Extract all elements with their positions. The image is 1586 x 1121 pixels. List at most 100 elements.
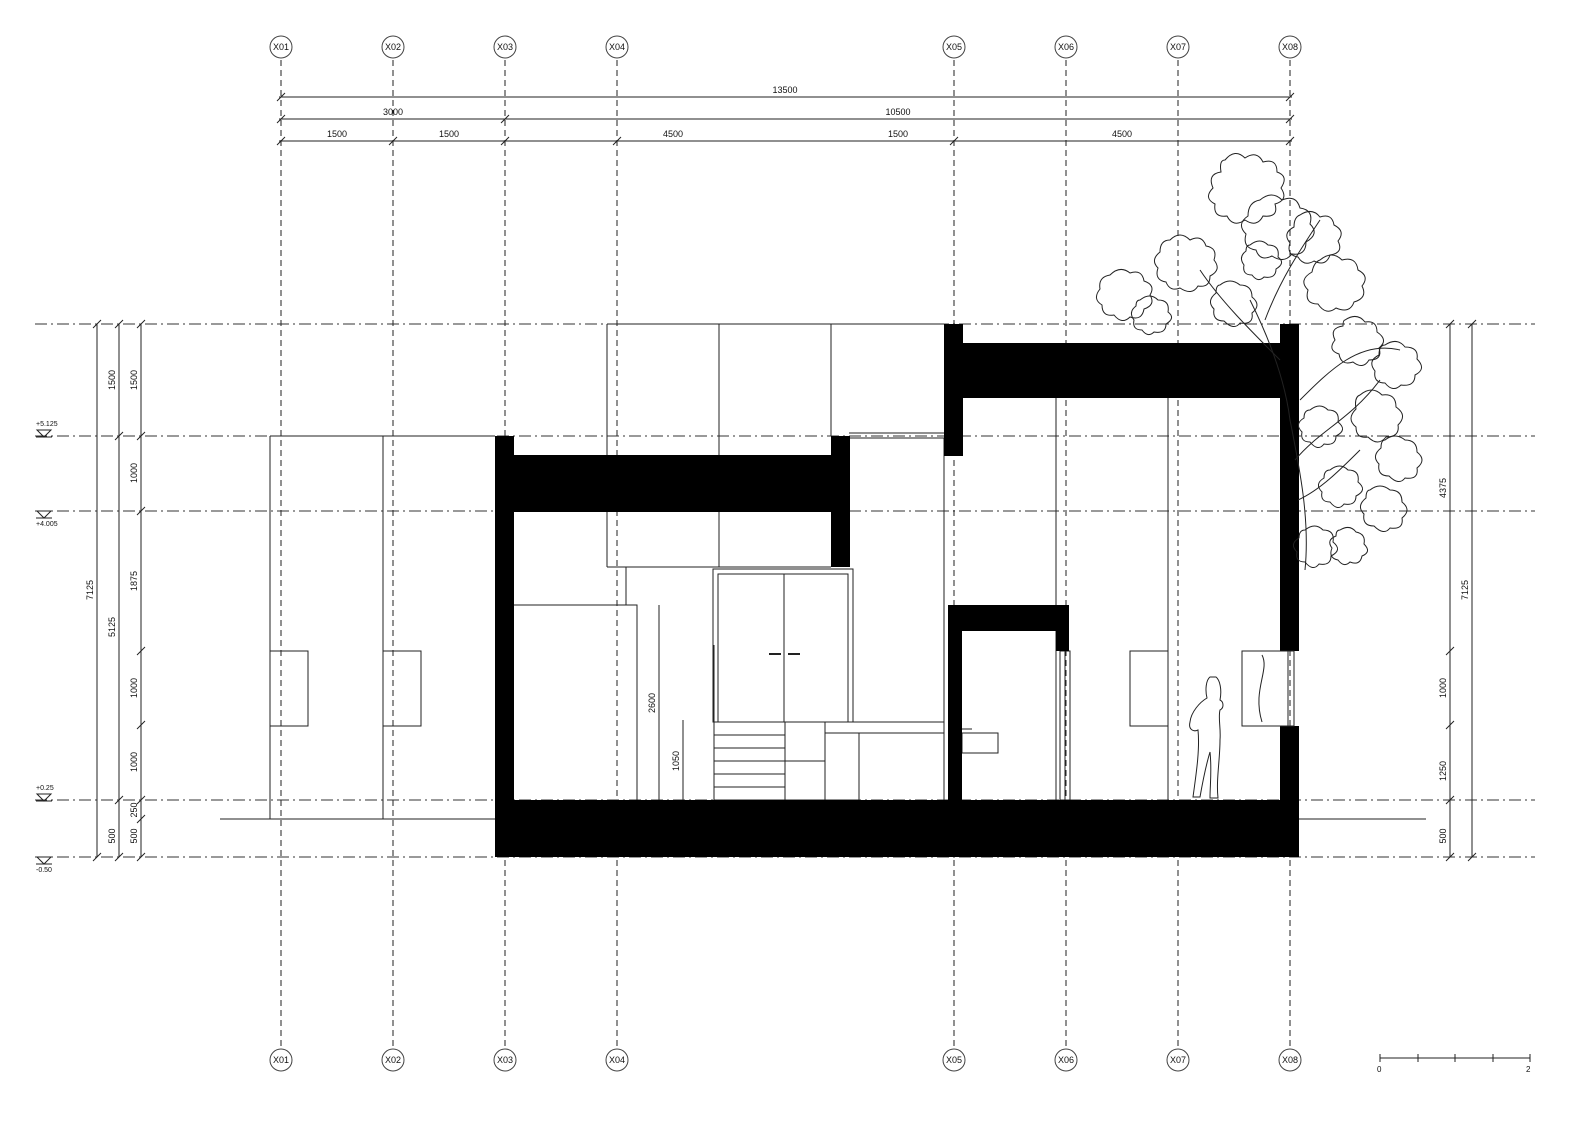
window-elevation bbox=[1129, 650, 1169, 727]
level-markers: +5.125 +4.005 +0.25 -0.50 bbox=[35, 421, 58, 874]
grid-label: X03 bbox=[497, 42, 513, 52]
dimension-segment: 1500 bbox=[439, 129, 459, 139]
section-window-right bbox=[1241, 650, 1295, 727]
dimension-right-inner: 4375 bbox=[1438, 478, 1448, 498]
grid-axis-lines bbox=[280, 60, 1291, 1048]
grid-label: X08 bbox=[1282, 42, 1298, 52]
grid-label: X02 bbox=[385, 1055, 401, 1065]
grid-label: X01 bbox=[273, 1055, 289, 1065]
dimension-left-inner: 1875 bbox=[129, 571, 139, 591]
dimension-left-inner: 1000 bbox=[129, 463, 139, 483]
grid-bubble bbox=[493, 35, 517, 59]
level-marker-025: +0.25 bbox=[35, 785, 54, 802]
scale-bar-end-label: 2 bbox=[1526, 1065, 1531, 1074]
dimension-left-inner: 1000 bbox=[129, 678, 139, 698]
grid-bubble bbox=[605, 35, 629, 59]
level-label: -0.50 bbox=[36, 867, 52, 874]
grid-bubble bbox=[1278, 1048, 1302, 1072]
tree-illustration bbox=[1096, 153, 1423, 571]
scale-bar: 0 2 bbox=[1377, 1054, 1531, 1074]
roof-slab-lower bbox=[495, 455, 850, 512]
window-elevation bbox=[382, 650, 422, 727]
dimension-left-inner: 250 bbox=[129, 802, 139, 817]
dimension-segment: 4500 bbox=[1112, 129, 1132, 139]
bathroom-ceiling bbox=[948, 605, 1069, 631]
dimension-right-inner: 500 bbox=[1438, 828, 1448, 843]
wall-right-upper bbox=[1280, 324, 1299, 651]
dimension-left-inner: 500 bbox=[129, 828, 139, 843]
wall-step bbox=[831, 436, 850, 567]
grid-label: X06 bbox=[1058, 42, 1074, 52]
left-dimension-chains: 7125 1500 5125 500 1500 1000 1875 1000 1… bbox=[85, 319, 146, 862]
dimension-left-middle: 1500 bbox=[107, 370, 117, 390]
dimension-ticks bbox=[1445, 319, 1477, 862]
dimension-segment: 4500 bbox=[663, 129, 683, 139]
grid-bubble bbox=[493, 1048, 517, 1072]
dimension-right-inner: 1000 bbox=[1438, 678, 1448, 698]
grid-label: X05 bbox=[946, 42, 962, 52]
dimension-segment: 1500 bbox=[327, 129, 347, 139]
interior-dimension: 1050 bbox=[671, 751, 681, 771]
dimension-right-outer: 7125 bbox=[1460, 580, 1470, 600]
grid-bubble bbox=[1166, 35, 1190, 59]
interior-partition bbox=[514, 604, 638, 800]
grid-bubble bbox=[269, 35, 293, 59]
grid-bubble bbox=[381, 35, 405, 59]
person-figure bbox=[1189, 676, 1224, 799]
background-elevation-upper bbox=[606, 323, 1169, 800]
grid-label: X02 bbox=[385, 42, 401, 52]
interior-elements bbox=[514, 567, 1071, 801]
grid-label: X03 bbox=[497, 1055, 513, 1065]
grid-bubbles-top: X01 X02 X03 X04 X05 X06 X07 X08 bbox=[269, 35, 1302, 59]
grid-label: X07 bbox=[1170, 42, 1186, 52]
dimension-group-left: 3000 bbox=[383, 107, 403, 117]
grid-label: X04 bbox=[609, 1055, 625, 1065]
grid-label: X08 bbox=[1282, 1055, 1298, 1065]
dimension-left-outer: 7125 bbox=[85, 580, 95, 600]
grid-bubble bbox=[942, 1048, 966, 1072]
top-dimension-chains: 13500 3000 10500 1500 1500 4500 1500 450… bbox=[276, 85, 1295, 146]
grid-bubble bbox=[1166, 1048, 1190, 1072]
level-label: +4.005 bbox=[36, 521, 58, 528]
floor-slab bbox=[495, 800, 1299, 857]
wall-left bbox=[495, 436, 514, 800]
scale-bar-start-label: 0 bbox=[1377, 1065, 1382, 1074]
grid-label: X01 bbox=[273, 42, 289, 52]
interior-dimension: 2600 bbox=[647, 693, 657, 713]
level-label: +5.125 bbox=[36, 421, 58, 428]
roof-slab-upper bbox=[944, 343, 1299, 398]
dimension-left-middle: 5125 bbox=[107, 617, 117, 637]
window-elevation bbox=[269, 650, 309, 727]
dimension-overall: 13500 bbox=[772, 85, 797, 95]
dimension-ticks bbox=[276, 92, 1295, 146]
grid-bubble bbox=[269, 1048, 293, 1072]
grid-bubble bbox=[605, 1048, 629, 1072]
wall-right-lower bbox=[1280, 726, 1299, 800]
interior-dimensions: 2600 1050 bbox=[647, 693, 681, 771]
dimension-ticks bbox=[92, 319, 146, 862]
dimension-left-middle: 500 bbox=[107, 828, 117, 843]
dimension-segment: 1500 bbox=[888, 129, 908, 139]
grid-label: X05 bbox=[946, 1055, 962, 1065]
double-door-frame bbox=[712, 568, 854, 723]
level-marker-4005: +4.005 bbox=[35, 510, 58, 528]
dimension-group-right: 10500 bbox=[885, 107, 910, 117]
level-marker-050: -0.50 bbox=[35, 856, 53, 874]
bathroom-wall bbox=[948, 605, 962, 800]
grid-bubble bbox=[942, 35, 966, 59]
sink bbox=[961, 732, 999, 754]
grid-label: X07 bbox=[1170, 1055, 1186, 1065]
dimension-right-inner: 1250 bbox=[1438, 761, 1448, 781]
grid-bubble bbox=[1054, 35, 1078, 59]
right-dimension-chains: 4375 1000 1250 500 7125 bbox=[1438, 319, 1477, 862]
grid-bubble bbox=[381, 1048, 405, 1072]
level-label: +0.25 bbox=[36, 785, 54, 792]
dimension-left-inner: 1500 bbox=[129, 370, 139, 390]
bathroom-wall bbox=[1056, 605, 1069, 651]
grid-label: X04 bbox=[609, 42, 625, 52]
cabinet bbox=[824, 732, 860, 801]
section-cut bbox=[495, 324, 1299, 857]
dimension-left-inner: 1000 bbox=[129, 752, 139, 772]
tree-foliage bbox=[1096, 153, 1423, 568]
